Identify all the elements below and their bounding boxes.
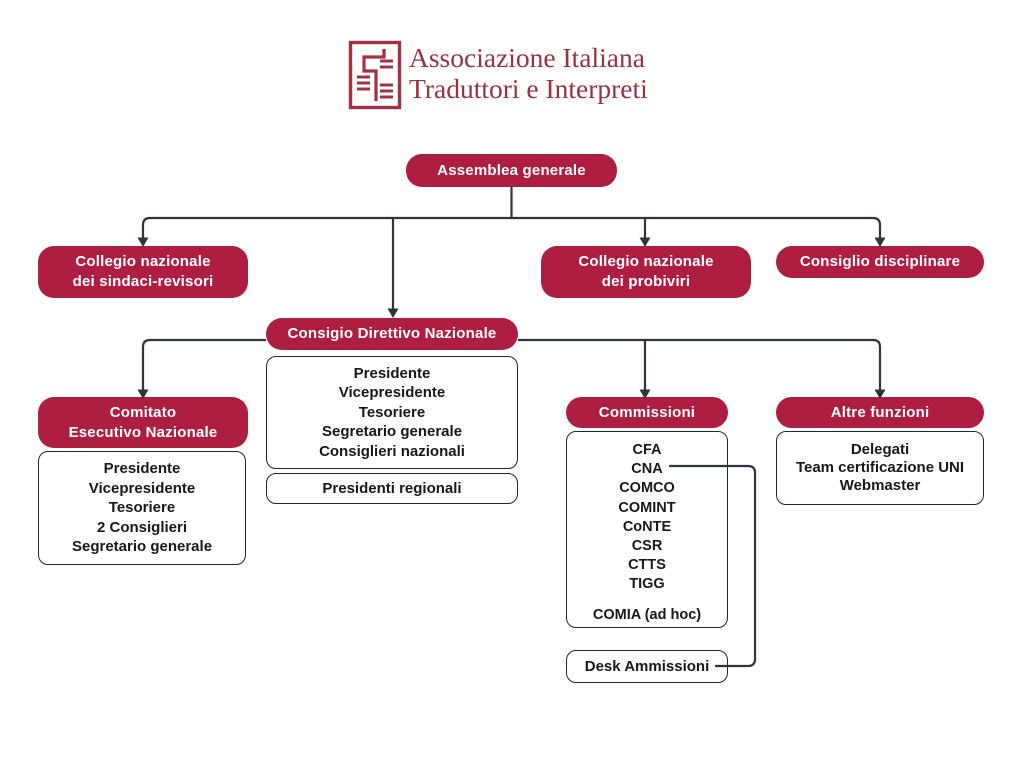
panel-cdn-members: Presidente Vicepresidente Tesoriere Segr… — [266, 356, 518, 469]
node-assemblea-generale: Assemblea generale — [406, 154, 617, 187]
node-label-line1: Collegio nazionale — [578, 253, 714, 270]
panel-altre-funzioni-list: Delegati Team certificazione UNI Webmast… — [776, 431, 984, 505]
node-comitato-esecutivo-nazionale: Comitato Esecutivo Nazionale — [38, 397, 248, 448]
node-collegio-probiviri: Collegio nazionale dei probiviri — [541, 246, 751, 298]
member-item: Vicepresidente — [338, 384, 446, 402]
commission-item: CNA — [631, 461, 663, 478]
commission-item: TIGG — [629, 576, 665, 593]
aiti-logo-icon — [348, 40, 402, 110]
member-item: Consiglieri nazionali — [319, 442, 465, 460]
commission-item: CoNTE — [622, 518, 672, 535]
panel-commissioni-list: CFA CNA COMCO COMINT CoNTE CSR CTTS TIGG… — [566, 431, 728, 628]
member-item: Presidente — [353, 364, 431, 382]
association-title-line2: Traduttori e Interpreti — [409, 73, 648, 104]
function-item: Delegati — [850, 441, 910, 459]
node-label: Consiglio disciplinare — [799, 253, 961, 270]
panel-label: Presidenti regionali — [322, 479, 462, 497]
panel-desk-ammissioni: Desk Ammissioni — [566, 650, 728, 683]
function-item: Webmaster — [839, 476, 921, 494]
member-item: Presidente — [103, 460, 181, 478]
node-label-line1: Collegio nazionale — [75, 253, 211, 270]
member-item: Tesoriere — [358, 403, 426, 421]
node-label: Altre funzioni — [830, 403, 930, 421]
node-collegio-sindaci-revisori: Collegio nazionale dei sindaci-revisori — [38, 246, 248, 298]
assembly-tree-line — [141, 187, 882, 311]
commission-item: CFA — [632, 442, 662, 458]
commission-item-adhoc: COMIA (ad hoc) — [592, 606, 702, 623]
association-title-line1: Associazione Italiana — [409, 42, 645, 73]
member-item: Segretario generale — [321, 423, 463, 441]
panel-label: Desk Ammissioni — [584, 657, 710, 675]
commission-item: COMINT — [618, 499, 676, 516]
node-label: Commissioni — [598, 403, 696, 421]
node-label-line2: dei sindaci-revisori — [72, 273, 214, 290]
panel-comitato-members: Presidente Vicepresidente Tesoriere 2 Co… — [38, 451, 246, 565]
node-consiglio-disciplinare: Consiglio disciplinare — [776, 246, 984, 278]
panel-presidenti-regionali: Presidenti regionali — [266, 473, 518, 504]
node-label-line2: Esecutivo Nazionale — [68, 423, 218, 441]
node-label: Consigio Direttivo Nazionale — [287, 325, 497, 342]
node-altre-funzioni: Altre funzioni — [776, 397, 984, 428]
member-item: Tesoriere — [108, 499, 176, 517]
commission-item: CTTS — [628, 557, 666, 574]
commission-item: COMCO — [619, 480, 675, 497]
commission-item: CSR — [631, 538, 663, 555]
node-consiglio-direttivo-nazionale: Consigio Direttivo Nazionale — [266, 318, 518, 350]
node-label: Assemblea generale — [437, 161, 586, 179]
node-commissioni: Commissioni — [566, 397, 728, 428]
association-title: Associazione Italiana Traduttori e Inter… — [409, 42, 648, 104]
node-label-line2: dei probiviri — [601, 273, 691, 290]
node-label-line1: Comitato — [109, 403, 177, 421]
member-item: 2 Consiglieri — [96, 518, 188, 536]
member-item: Segretario generale — [71, 538, 213, 556]
function-item: Team certificazione UNI — [795, 459, 965, 477]
member-item: Vicepresidente — [88, 479, 196, 497]
